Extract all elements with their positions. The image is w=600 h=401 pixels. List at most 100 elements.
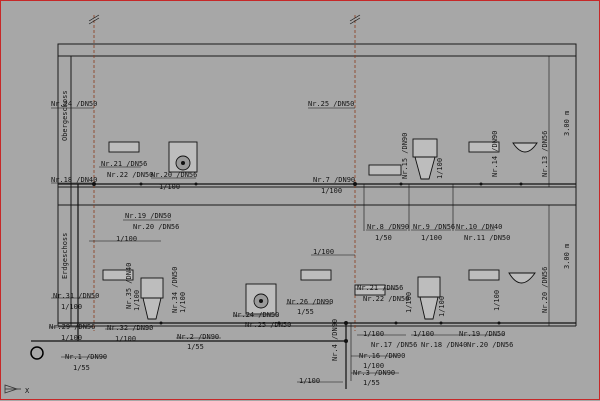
label-29: Nr.19 /DN50 [125, 212, 171, 220]
label-16-slope: Nr.18 /DN40 [421, 341, 467, 349]
label-11: Nr.14 /DN90 [491, 131, 499, 177]
label-31-slope: Nr.22 /DN50 [107, 171, 153, 179]
label-20: Nr.21 /DN56 [357, 284, 403, 292]
label-3: Nr.3 /DN90 [353, 369, 395, 377]
label-13-upper: 1/100 [436, 158, 444, 179]
label-33-slope: 1/100 [115, 335, 136, 343]
label-32: Nr.31 /DN50 [53, 292, 99, 300]
label-12: Nr.15 /DN90 [401, 133, 409, 179]
wc-bowl-34 [142, 297, 162, 320]
building-structure [57, 43, 577, 327]
label-30: Nr.20 /DN56 [151, 171, 197, 179]
label-20-slope: Nr.22 /DN50 [363, 295, 409, 303]
label-31: Nr.21 /DN56 [101, 160, 147, 168]
label-15: 1/100 [363, 330, 384, 338]
vent-stacks [88, 14, 361, 331]
washing-machine-drum-ground-center [259, 299, 263, 303]
label-9: Nr.10 /DN40 [456, 223, 502, 231]
wc-bowl-ground [419, 296, 439, 320]
floor-label-upper: Obergeschoss [61, 90, 69, 141]
label-9-slope: Nr.11 /DN50 [464, 234, 510, 242]
label-16: 1/100 [413, 330, 434, 338]
bidet-ground [508, 272, 536, 284]
label-7-slope: 1/50 [375, 234, 392, 242]
label-8: Nr.9 /DN56 [413, 223, 455, 231]
vertical-labels: Obergeschoss Erdgeschoss 3.00 m 3.00 m N… [61, 90, 571, 361]
label-14: Nr.16 /DN90 [359, 352, 405, 360]
label-36: Nr.24 /DN50 [51, 100, 97, 108]
label-15-slope: Nr.17 /DN56 [371, 341, 417, 349]
label-27: 1/100 [116, 235, 137, 243]
wc-bowl-upper [414, 156, 436, 180]
floor-label-ground: Erdgeschoss [61, 233, 69, 279]
label-17-slope: Nr.20 /DN56 [467, 341, 513, 349]
break-mark-right [349, 14, 361, 22]
washing-machine-drum-center [181, 161, 185, 165]
sewer-connection-icon [30, 346, 44, 360]
label-14-slope: 1/100 [363, 362, 384, 370]
label-35-slope: 1/100 [133, 290, 141, 311]
height-ground: 3.00 m [563, 244, 571, 269]
label-28: Nr.18 /DN40 [51, 176, 97, 184]
label-23: 1/100 [438, 296, 446, 317]
label-6-slope: 1/100 [321, 187, 342, 195]
label-2-slope: 1/55 [187, 343, 204, 351]
label-18: Nr.20 /DN56 [541, 267, 549, 313]
label-7: Nr.8 /DN90 [367, 223, 409, 231]
washbasin-31 [108, 141, 140, 153]
label-5: 1/100 [313, 248, 334, 256]
label-25: Nr.26 /DN90 [287, 298, 333, 306]
break-mark-left-2 [88, 17, 100, 25]
label-10: Nr.13 /DN56 [541, 131, 549, 177]
label-13: 1/100 [405, 292, 413, 313]
label-34: Nr.34 /DN50 [171, 267, 179, 313]
break-mark-right-2 [349, 17, 361, 25]
label-29-slope: Nr.20 /DN56 [133, 223, 179, 231]
bidet-upper [512, 142, 538, 153]
label-6: Nr.7 /DN90 [313, 176, 355, 184]
label-34-slope: 1/100 [179, 292, 187, 313]
label-17: Nr.19 /DN50 [459, 330, 505, 338]
shower-tray-upper [368, 164, 402, 176]
washbasin-11 [468, 141, 500, 153]
label-1: Nr.1 /DN90 [65, 353, 107, 361]
washbasin-35 [102, 269, 134, 281]
intermediate-floor-slab [57, 186, 577, 206]
label-22: Nr.24 /DN50 [233, 311, 279, 319]
wc-tank-34 [140, 277, 164, 299]
roof-slab [57, 43, 577, 57]
ground-fixtures [102, 269, 536, 320]
label-3-slope: 1/55 [363, 379, 380, 387]
label-30-slope: 1/100 [159, 183, 180, 191]
label-33: Nr.32 /DN90 [107, 324, 153, 332]
washbasin-19 [468, 269, 500, 281]
upper-fixtures [108, 138, 538, 180]
wc-tank-upper [412, 138, 438, 158]
break-mark-left [88, 14, 100, 22]
label-22-slope: Nr.25 /DN50 [245, 321, 291, 329]
ucs-icon: X [4, 384, 30, 395]
label-1-slope: 1/55 [73, 364, 90, 372]
label-2: Nr.2 /DN90 [177, 333, 219, 341]
label-35: Nr.35 /DN40 [125, 263, 133, 309]
pipe-fittings [92, 182, 523, 343]
label-26-slope: 1/100 [61, 334, 82, 342]
ucs-x-label: X [25, 387, 30, 395]
label-19: 1/100 [493, 290, 501, 311]
label-37: Nr.25 /DN50 [308, 100, 354, 108]
wc-tank-ground [417, 276, 441, 298]
washbasin-25 [300, 269, 332, 281]
label-4: Nr.4 /DN90 [331, 319, 339, 361]
label-25-slope: 1/55 [297, 308, 314, 316]
height-upper: 3.00 m [563, 111, 571, 136]
label-21: 1/100 [299, 377, 320, 385]
drain-pipes [31, 183, 576, 389]
pipe-labels: Nr.24 /DN50 Nr.25 /DN50 Nr.21 /DN56 Nr.2… [49, 100, 513, 387]
label-32-slope: 1/100 [61, 303, 82, 311]
label-8-slope: 1/100 [421, 234, 442, 242]
label-26: Nr.29 /DN56 [49, 323, 95, 331]
shower-tray-ground [354, 284, 386, 296]
label-leaders [49, 107, 505, 383]
